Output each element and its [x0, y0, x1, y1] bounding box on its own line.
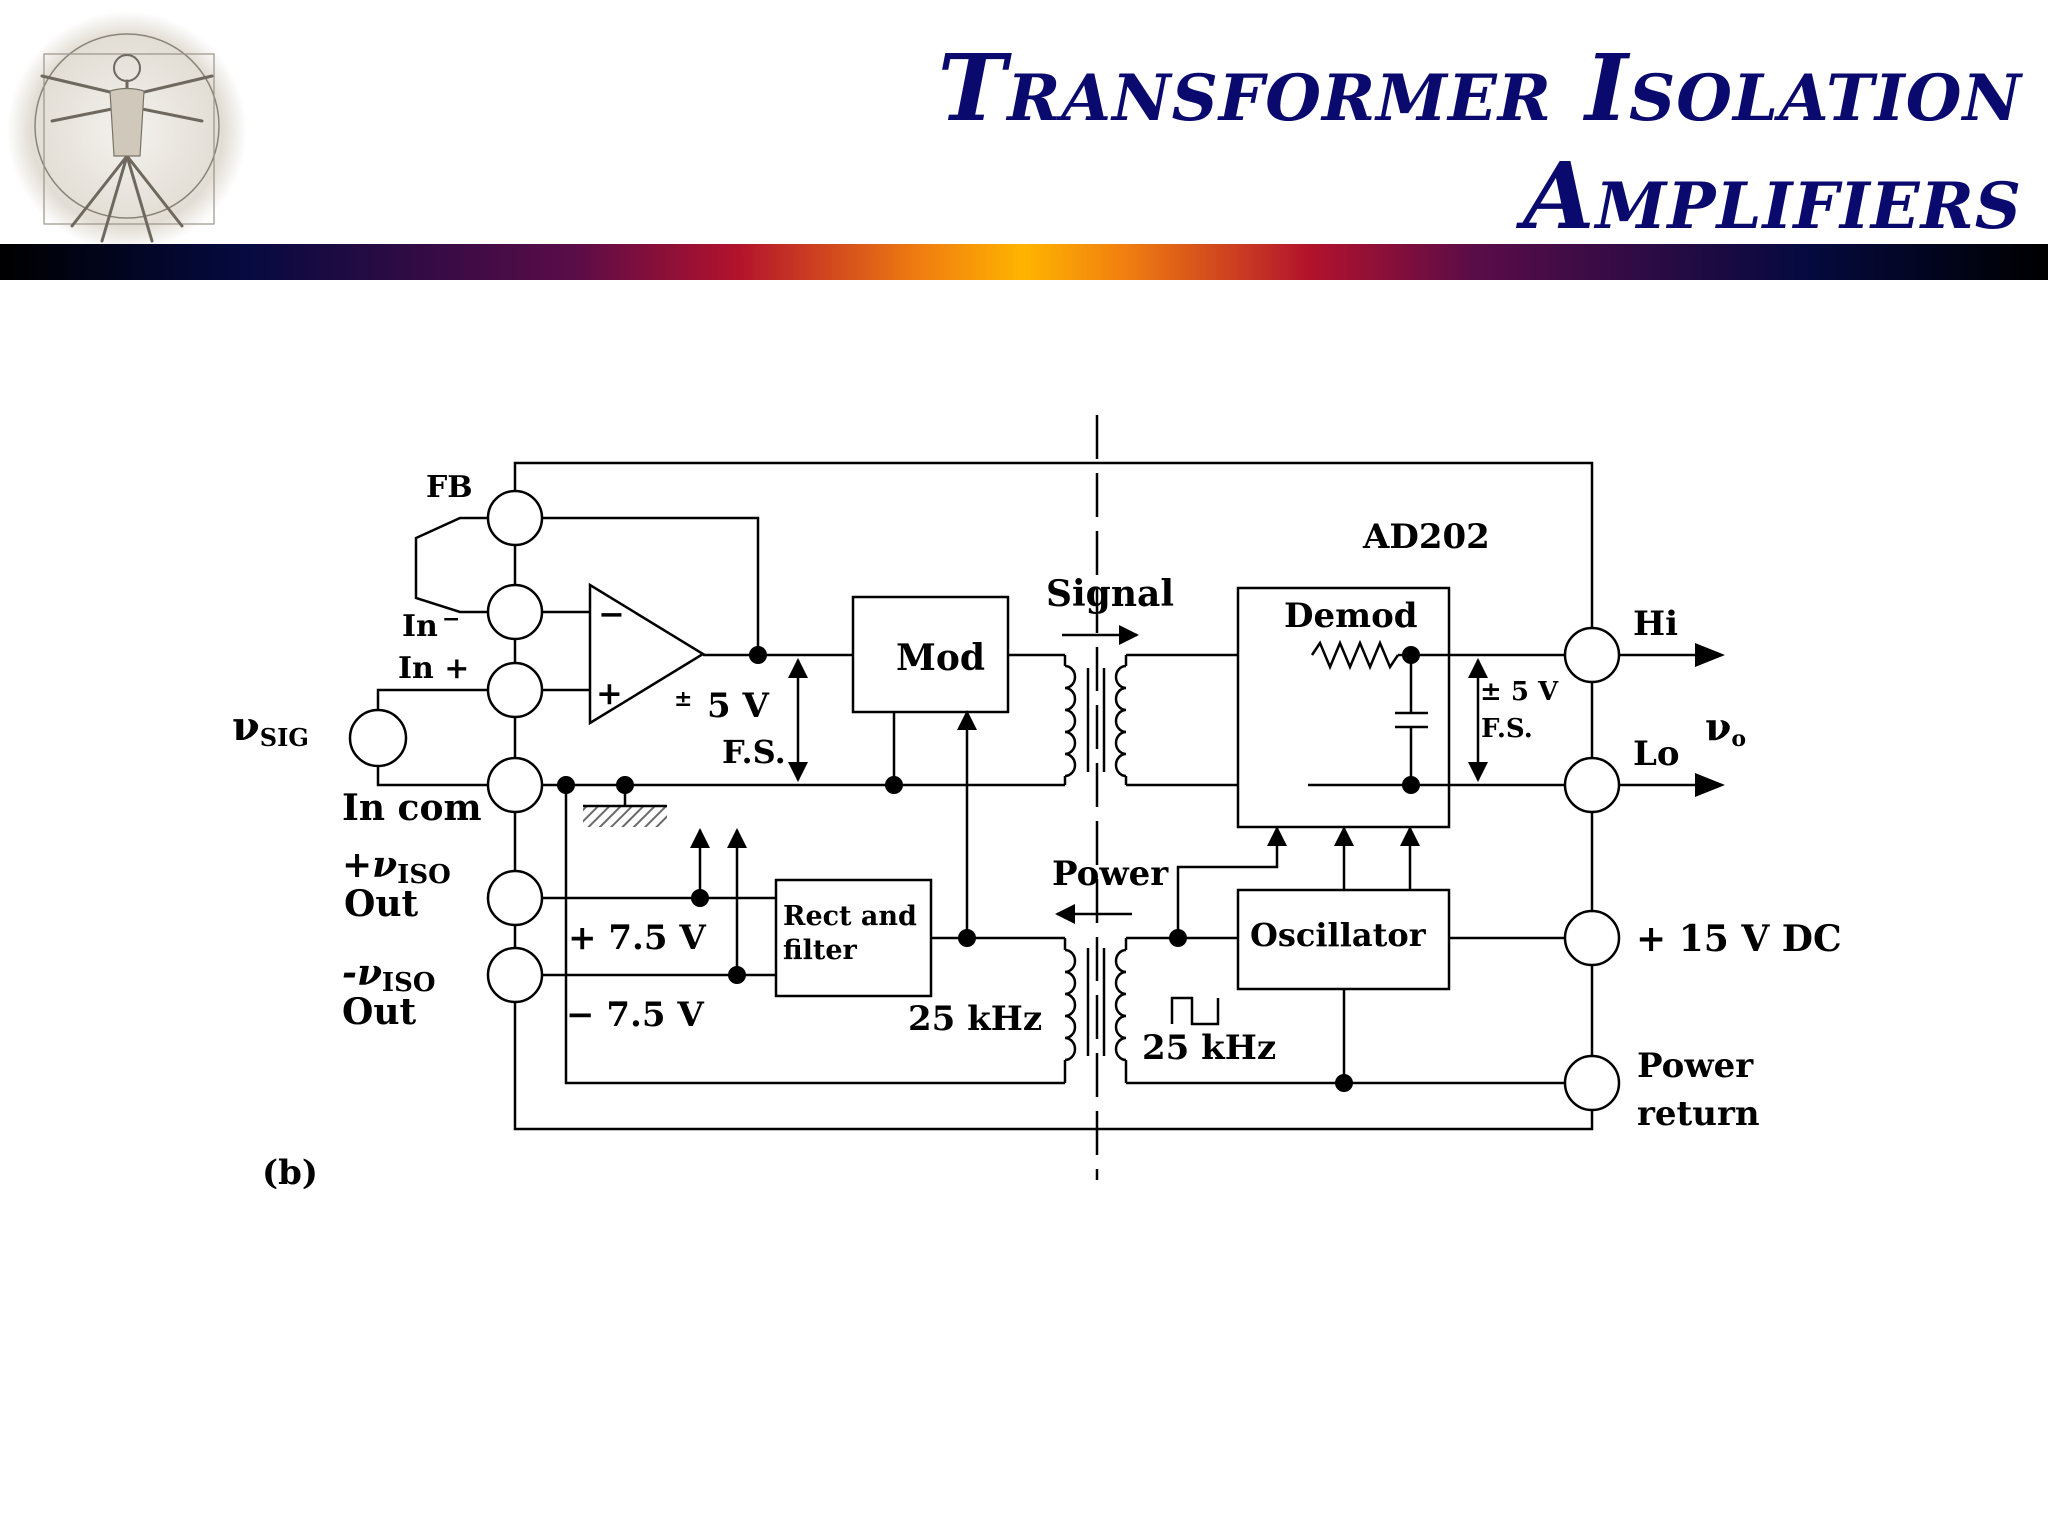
- signal-transformer-secondary: [1114, 664, 1127, 778]
- pin-power-return: [1563, 1054, 1621, 1112]
- label-minus-7-5v: − 7.5 V: [566, 995, 704, 1035]
- demod-resistor: [1310, 639, 1400, 671]
- pin-lo: [1563, 756, 1621, 814]
- label-15v-dc: + 15 V DC: [1636, 918, 1842, 960]
- label-power-return-1: Power: [1637, 1046, 1754, 1086]
- chip-label: AD202: [1362, 517, 1490, 557]
- fs-right-volts: ± 5 V: [1480, 677, 1559, 707]
- oscillator-label: Oscillator: [1250, 916, 1427, 954]
- pin-in-minus: [486, 583, 544, 641]
- label-plus-viso-out: Out: [344, 883, 419, 925]
- title-line-2: Amplifiers: [1523, 142, 2022, 250]
- label-b: (b): [262, 1153, 318, 1193]
- rect-filter-line-2: filter: [783, 935, 858, 966]
- label-25khz-left: 25 kHz: [908, 999, 1042, 1039]
- label-power: Power: [1052, 854, 1169, 894]
- fb-jumper-loop: [414, 516, 490, 614]
- fs-right-fs: F.S.: [1481, 714, 1533, 744]
- label-vsig: νSIG: [232, 703, 309, 752]
- vsig-source: [348, 708, 408, 768]
- pin-plus-viso-out: [486, 869, 544, 927]
- demod-label: Demod: [1284, 596, 1418, 636]
- label-in-com: In com: [342, 787, 482, 829]
- label-plus-viso: +νISO: [342, 844, 451, 890]
- pin-hi: [1563, 626, 1621, 684]
- label-fb: FB: [426, 470, 473, 505]
- title-line-1: Transformer Isolation: [937, 34, 2022, 142]
- op-amp: [588, 582, 706, 726]
- power-transformer-primary: [1064, 948, 1077, 1062]
- slide-title: Transformer Isolation Amplifiers: [722, 34, 2022, 250]
- ground-hatch-icon: [583, 806, 667, 827]
- header-gradient-bar: [0, 244, 2048, 280]
- label-signal: Signal: [1046, 573, 1174, 615]
- power-transformer-secondary: [1114, 948, 1127, 1062]
- label-lo: Lo: [1633, 734, 1680, 774]
- signal-transformer-primary: [1064, 664, 1077, 778]
- mod-label: Mod: [896, 637, 985, 679]
- rect-filter-line-1: Rect and: [783, 901, 917, 932]
- label-vo: νo: [1705, 704, 1746, 752]
- label-power-return-2: return: [1637, 1094, 1760, 1134]
- square-wave-icon: [1170, 996, 1220, 1026]
- pin-minus-viso-out: [486, 946, 544, 1004]
- opamp-plus: +: [596, 674, 623, 712]
- label-plus-7-5v: + 7.5 V: [568, 918, 706, 958]
- label-in-minus-sign: −: [442, 606, 460, 632]
- label-in-minus: In: [402, 609, 438, 644]
- label-hi: Hi: [1633, 604, 1678, 644]
- pin-15v-dc: [1563, 909, 1621, 967]
- fs-left-fs: F.S.: [722, 733, 786, 771]
- label-25khz-right: 25 kHz: [1142, 1028, 1276, 1068]
- opamp-minus: −: [598, 595, 625, 633]
- pin-fb: [486, 489, 544, 547]
- pin-in-com: [486, 756, 544, 814]
- pin-in-plus: [486, 661, 544, 719]
- label-in-plus: In +: [398, 651, 469, 686]
- label-minus-viso: -νISO: [342, 952, 436, 998]
- fs-left-volts: 5 V: [707, 686, 769, 726]
- label-minus-viso-out: Out: [342, 991, 417, 1033]
- fs-left-pm: ±: [674, 686, 692, 712]
- vitruvian-man-logo: [7, 11, 247, 251]
